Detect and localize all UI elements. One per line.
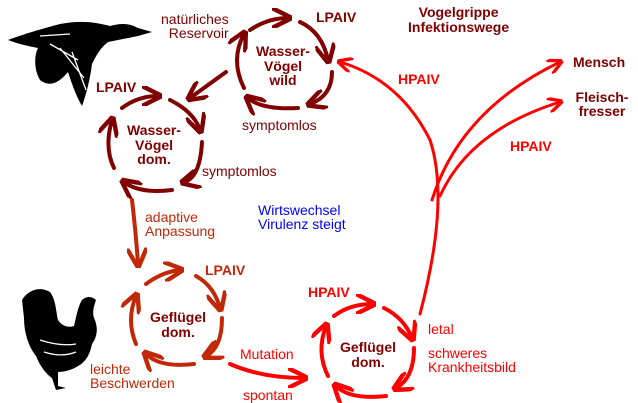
node-wild-waterfowl: Wasser- Vögel wild — [248, 44, 318, 88]
hpaiv-out-label: HPAIV — [510, 138, 552, 154]
cycle-dom-water-arrow-top — [120, 96, 158, 110]
node-wild-line-2: Vögel — [263, 57, 303, 74]
reservoir-note-line-2: Reservoir — [168, 25, 229, 41]
node-wild-line-1: Wasser- — [256, 43, 310, 59]
cycle-dom-water-arrow-left — [108, 120, 114, 170]
node-poultry-lp-line-2: dom. — [161, 323, 195, 340]
cycle-poultry-lp-arrow-top — [144, 270, 180, 286]
cycle-poultry-hpaiv — [321, 304, 414, 397]
node-poultry-hpaiv: Geflügel dom. — [328, 340, 408, 369]
host-change-line-1: Wirtswechsel — [258, 202, 341, 218]
title-line-1: Vogelgrippe — [418, 4, 499, 20]
target-carnivore-line-2: fresser — [578, 103, 626, 119]
domestic-water-symptom-label: symptomlos — [202, 163, 277, 179]
mutation-label: Mutation — [240, 346, 294, 362]
domestic-water-strain-label: LPAIV — [96, 79, 137, 95]
node-poultry-lp-line-1: Geflügel — [149, 309, 206, 325]
cycle-dom-water-arrow-lowerleft — [124, 182, 174, 191]
arrow-hpaiv-to-carnivore — [438, 102, 560, 198]
arrow-hpaiv-to-human — [430, 62, 560, 202]
target-human: Mensch — [573, 54, 626, 70]
wild-symptom-label: symptomlos — [242, 117, 317, 133]
cycle-poultry-hp-arrow-bottom — [396, 346, 416, 388]
cycle-wild-arrow-top — [248, 18, 288, 32]
cycle-poultry-lpaiv — [131, 270, 222, 365]
cycle-dom-water-arrow-right — [168, 98, 200, 130]
reservoir-note-line-1: natürliches — [161, 11, 229, 27]
title-line-2: Infektionswege — [408, 18, 510, 35]
node-wild-line-3: wild — [269, 72, 297, 89]
cycle-poultry-hp-arrow-lowerleft — [336, 386, 388, 397]
cycle-wild-arrow-left — [237, 34, 244, 90]
adaptation-line-1: adaptive — [145, 209, 198, 225]
target-carnivore: Fleisch- fresser — [570, 90, 634, 118]
host-change-label: Wirtswechsel Virulenz steigt — [258, 203, 346, 231]
node-poultry-lpaiv: Geflügel dom. — [138, 310, 218, 339]
spontaneous-label: spontan — [243, 387, 293, 403]
cycle-poultry-lp-arrow-right — [194, 274, 220, 308]
cycle-wild-arrow-right — [298, 20, 328, 60]
arrow-mutation — [228, 362, 304, 378]
cycle-poultry-lp-arrow-left — [131, 296, 136, 346]
poultry-lp-symptom-label: leichte Beschwerden — [90, 362, 175, 390]
node-poultry-hp-line-2: dom. — [351, 353, 385, 370]
cycle-poultry-lp-arrow-lowerleft — [146, 354, 196, 365]
severe-illness-label: schweres Krankheitsbild — [428, 346, 516, 374]
severe-illness-line-2: Krankheitsbild — [428, 359, 516, 375]
cycle-poultry-lp-arrow-bottom — [206, 316, 222, 356]
arrow-wild-to-domestic-water — [190, 70, 228, 98]
adaptation-line-2: Anpassung — [145, 223, 216, 239]
poultry-lp-symptom-line-1: leichte — [90, 361, 131, 377]
wild-strain-label: LPAIV — [316, 9, 357, 25]
duck-icon — [8, 21, 152, 107]
cycle-poultry-hp-arrow-top — [332, 304, 372, 318]
cycle-poultry-hp-arrow-right — [382, 306, 412, 338]
poultry-hp-strain-label: HPAIV — [308, 284, 350, 300]
node-dom-water-line-2: Vögel — [134, 136, 174, 153]
cycle-poultry-hp-arrow-left — [321, 326, 328, 378]
arrow-hpaiv-to-wild — [340, 62, 440, 316]
target-carnivore-line-1: Fleisch- — [575, 89, 629, 105]
node-poultry-hp-line-1: Geflügel — [339, 339, 396, 355]
poultry-lp-strain-label: LPAIV — [205, 262, 246, 278]
cycle-wild-arrow-bottom — [310, 70, 334, 104]
lethal-label: letal — [428, 321, 454, 337]
node-dom-water-line-1: Wasser- — [127, 122, 181, 138]
cycle-dom-water-arrow-bottom — [184, 140, 204, 182]
arrow-adaptation — [132, 198, 138, 264]
cycle-domestic-water — [108, 96, 202, 191]
hpaiv-spread-arrows — [340, 62, 560, 316]
rooster-icon — [22, 289, 97, 390]
hpaiv-back-label: HPAIV — [398, 71, 440, 87]
diagram-title: Vogelgrippe Infektionswege — [408, 5, 509, 34]
poultry-lp-symptom-line-2: Beschwerden — [90, 375, 175, 391]
node-dom-water-line-3: dom. — [137, 151, 171, 168]
adaptation-label: adaptive Anpassung — [145, 210, 215, 238]
reservoir-note: natürliches Reservoir — [161, 12, 229, 40]
node-domestic-waterfowl: Wasser- Vögel dom. — [118, 123, 190, 167]
cycle-wild — [237, 18, 332, 108]
severe-illness-line-1: schweres — [428, 345, 488, 361]
cycle-wild-arrow-lowerleft — [248, 98, 300, 108]
host-change-line-2: Virulenz steigt — [258, 216, 346, 232]
